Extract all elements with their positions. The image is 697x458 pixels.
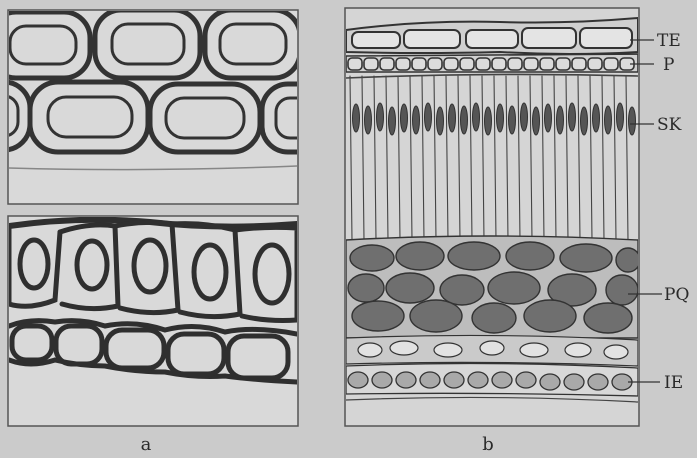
label-te: TE xyxy=(657,31,681,51)
label-pq: PQ xyxy=(664,285,689,305)
panel-a-caption: a xyxy=(141,434,152,455)
layer-ie xyxy=(346,363,638,396)
layer-pq xyxy=(346,236,640,338)
panel-a-top xyxy=(0,10,322,204)
layer-p xyxy=(346,54,638,72)
panel-b-caption: b xyxy=(482,434,494,455)
panel-b xyxy=(345,8,662,426)
label-ie: IE xyxy=(664,373,683,393)
label-p: P xyxy=(663,55,674,75)
label-sk: SK xyxy=(657,115,682,135)
panel-a-bottom xyxy=(8,216,298,426)
